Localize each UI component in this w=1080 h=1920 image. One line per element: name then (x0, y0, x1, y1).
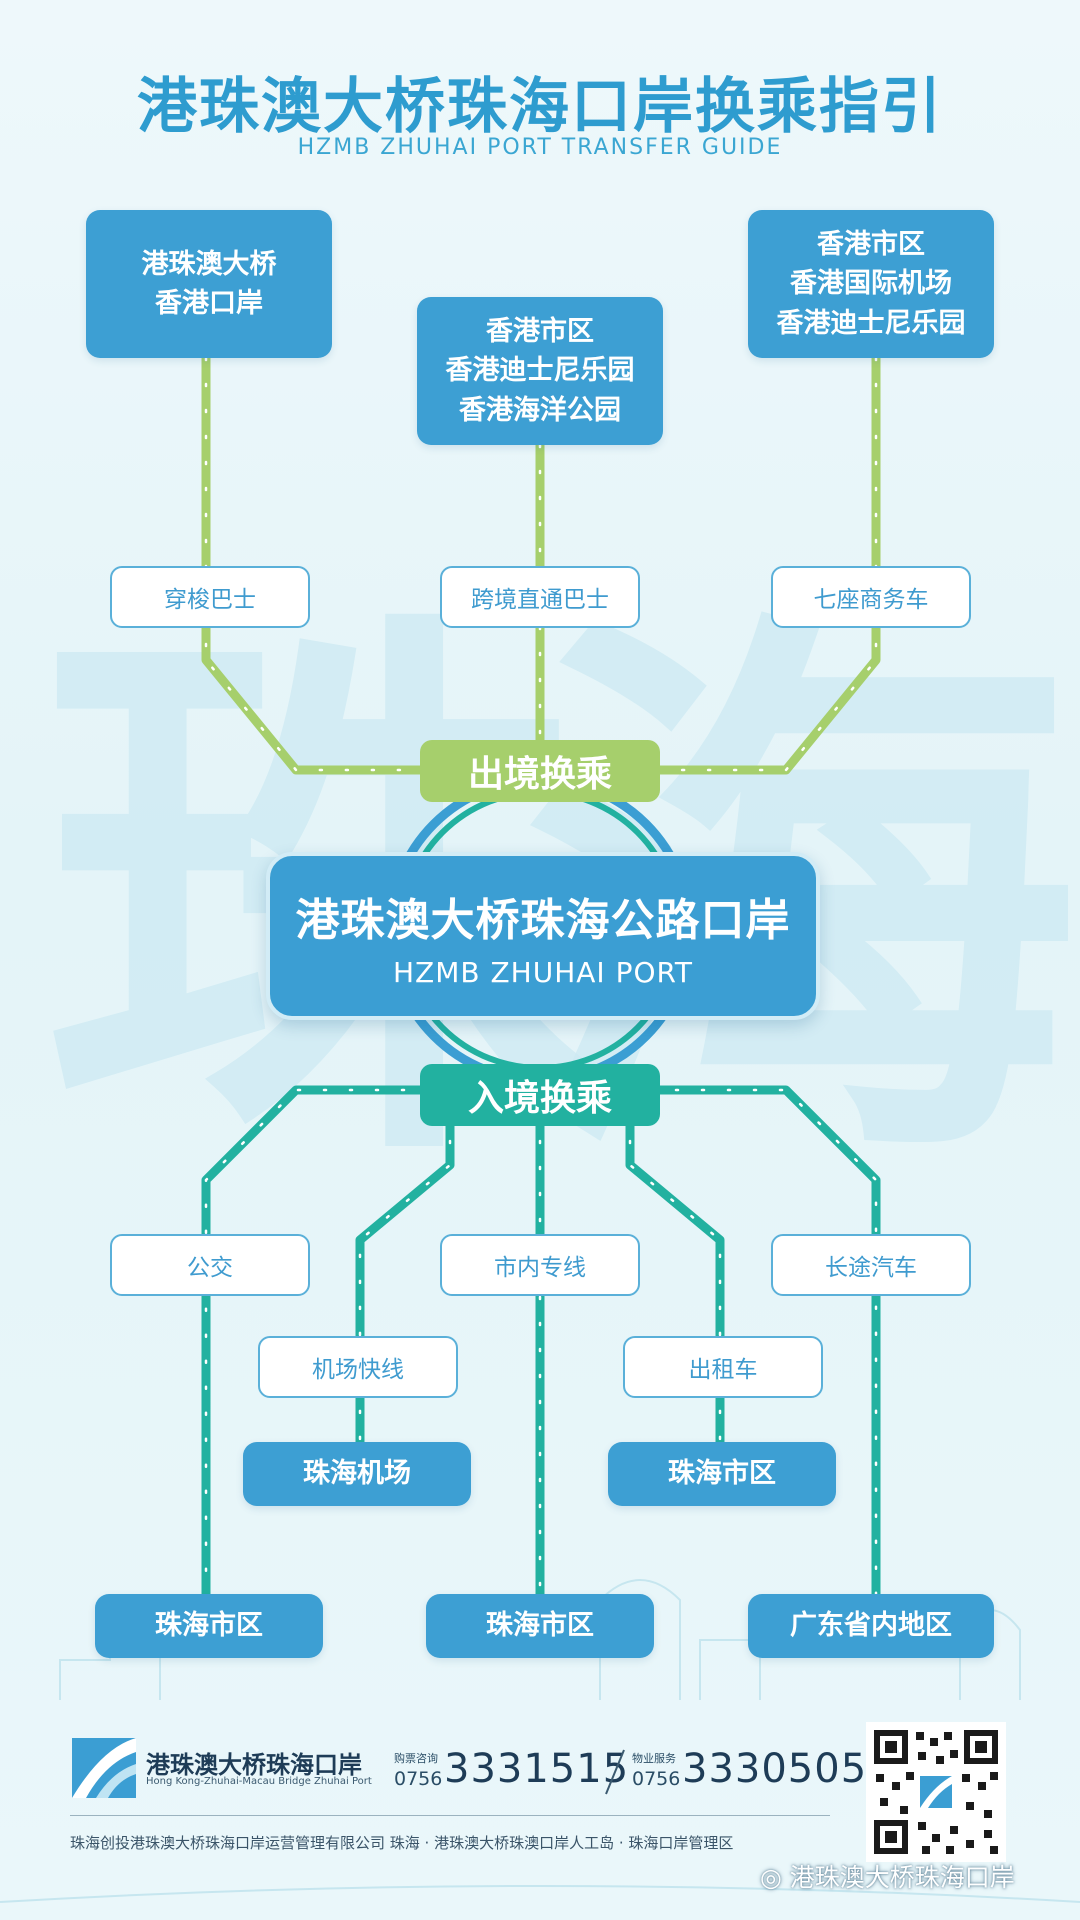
center-port-box: 港珠澳大桥珠海公路口岸 HZMB ZHUHAI PORT (266, 852, 820, 1020)
wechat-icon: ◎ (760, 1863, 790, 1892)
ticket-label: 购票咨询 (394, 1752, 438, 1765)
page-subtitle: HZMB ZHUHAI PORT TRANSFER GUIDE (297, 135, 783, 160)
destination-guangdong-inland: 广东省内地区 (748, 1594, 994, 1658)
wechat-account-name: 港珠澳大桥珠海口岸 (789, 1863, 1015, 1892)
destination-zhuhai-city-bus: 珠海市区 (95, 1594, 323, 1658)
ticket-area-code: 0756 (394, 1768, 443, 1790)
footer-logo-name: 港珠澳大桥珠海口岸 (146, 1751, 362, 1779)
destination-hk-city-disney-ocean: 香港市区 香港迪士尼乐园 香港海洋公园 (417, 297, 663, 445)
phone-divider (605, 1749, 625, 1795)
footer-logo-en: Hong Kong-Zhuhai-Macau Bridge Zhuhai Por… (146, 1776, 372, 1787)
mode-airport-express: 机场快线 (258, 1336, 458, 1398)
property-area-code: 0756 (632, 1768, 681, 1790)
port-logo (72, 1738, 136, 1798)
mode-cross-border-bus: 跨境直通巴士 (440, 566, 640, 628)
mode-taxi: 出租车 (623, 1336, 823, 1398)
property-phone-number[interactable]: 3330505 (682, 1746, 868, 1792)
wechat-account: ◎ 港珠澳大桥珠海口岸 (760, 1858, 1015, 1894)
mode-city-line: 市内专线 (440, 1234, 640, 1296)
destination-hk-port: 港珠澳大桥 香港口岸 (86, 210, 332, 358)
page-title: 港珠澳大桥珠海口岸换乘指引 (137, 72, 943, 142)
mode-shuttle-bus: 穿梭巴士 (110, 566, 310, 628)
center-port-name: 港珠澳大桥珠海公路口岸 (295, 894, 791, 946)
mode-public-bus: 公交 (110, 1234, 310, 1296)
inbound-hub-label: 入境换乘 (420, 1064, 660, 1126)
qr-code[interactable] (866, 1722, 1006, 1862)
ticket-phone-number[interactable]: 3331515 (444, 1746, 630, 1792)
mode-long-distance-bus: 长途汽车 (771, 1234, 971, 1296)
destination-zhuhai-airport: 珠海机场 (243, 1442, 471, 1506)
outbound-hub-label: 出境换乘 (420, 740, 660, 802)
footer-address: 珠海创投港珠澳大桥珠海口岸运营管理有限公司 珠海 · 港珠澳大桥珠澳口岸人工岛 … (70, 1834, 734, 1852)
center-port-name-en: HZMB ZHUHAI PORT (392, 955, 694, 989)
destination-zhuhai-city-taxi: 珠海市区 (608, 1442, 836, 1506)
destination-hk-city-airport-disney: 香港市区 香港国际机场 香港迪士尼乐园 (748, 210, 994, 358)
mode-seven-seat-car: 七座商务车 (771, 566, 971, 628)
destination-zhuhai-city-line: 珠海市区 (426, 1594, 654, 1658)
footer-divider (70, 1815, 830, 1816)
property-label: 物业服务 (632, 1752, 676, 1765)
